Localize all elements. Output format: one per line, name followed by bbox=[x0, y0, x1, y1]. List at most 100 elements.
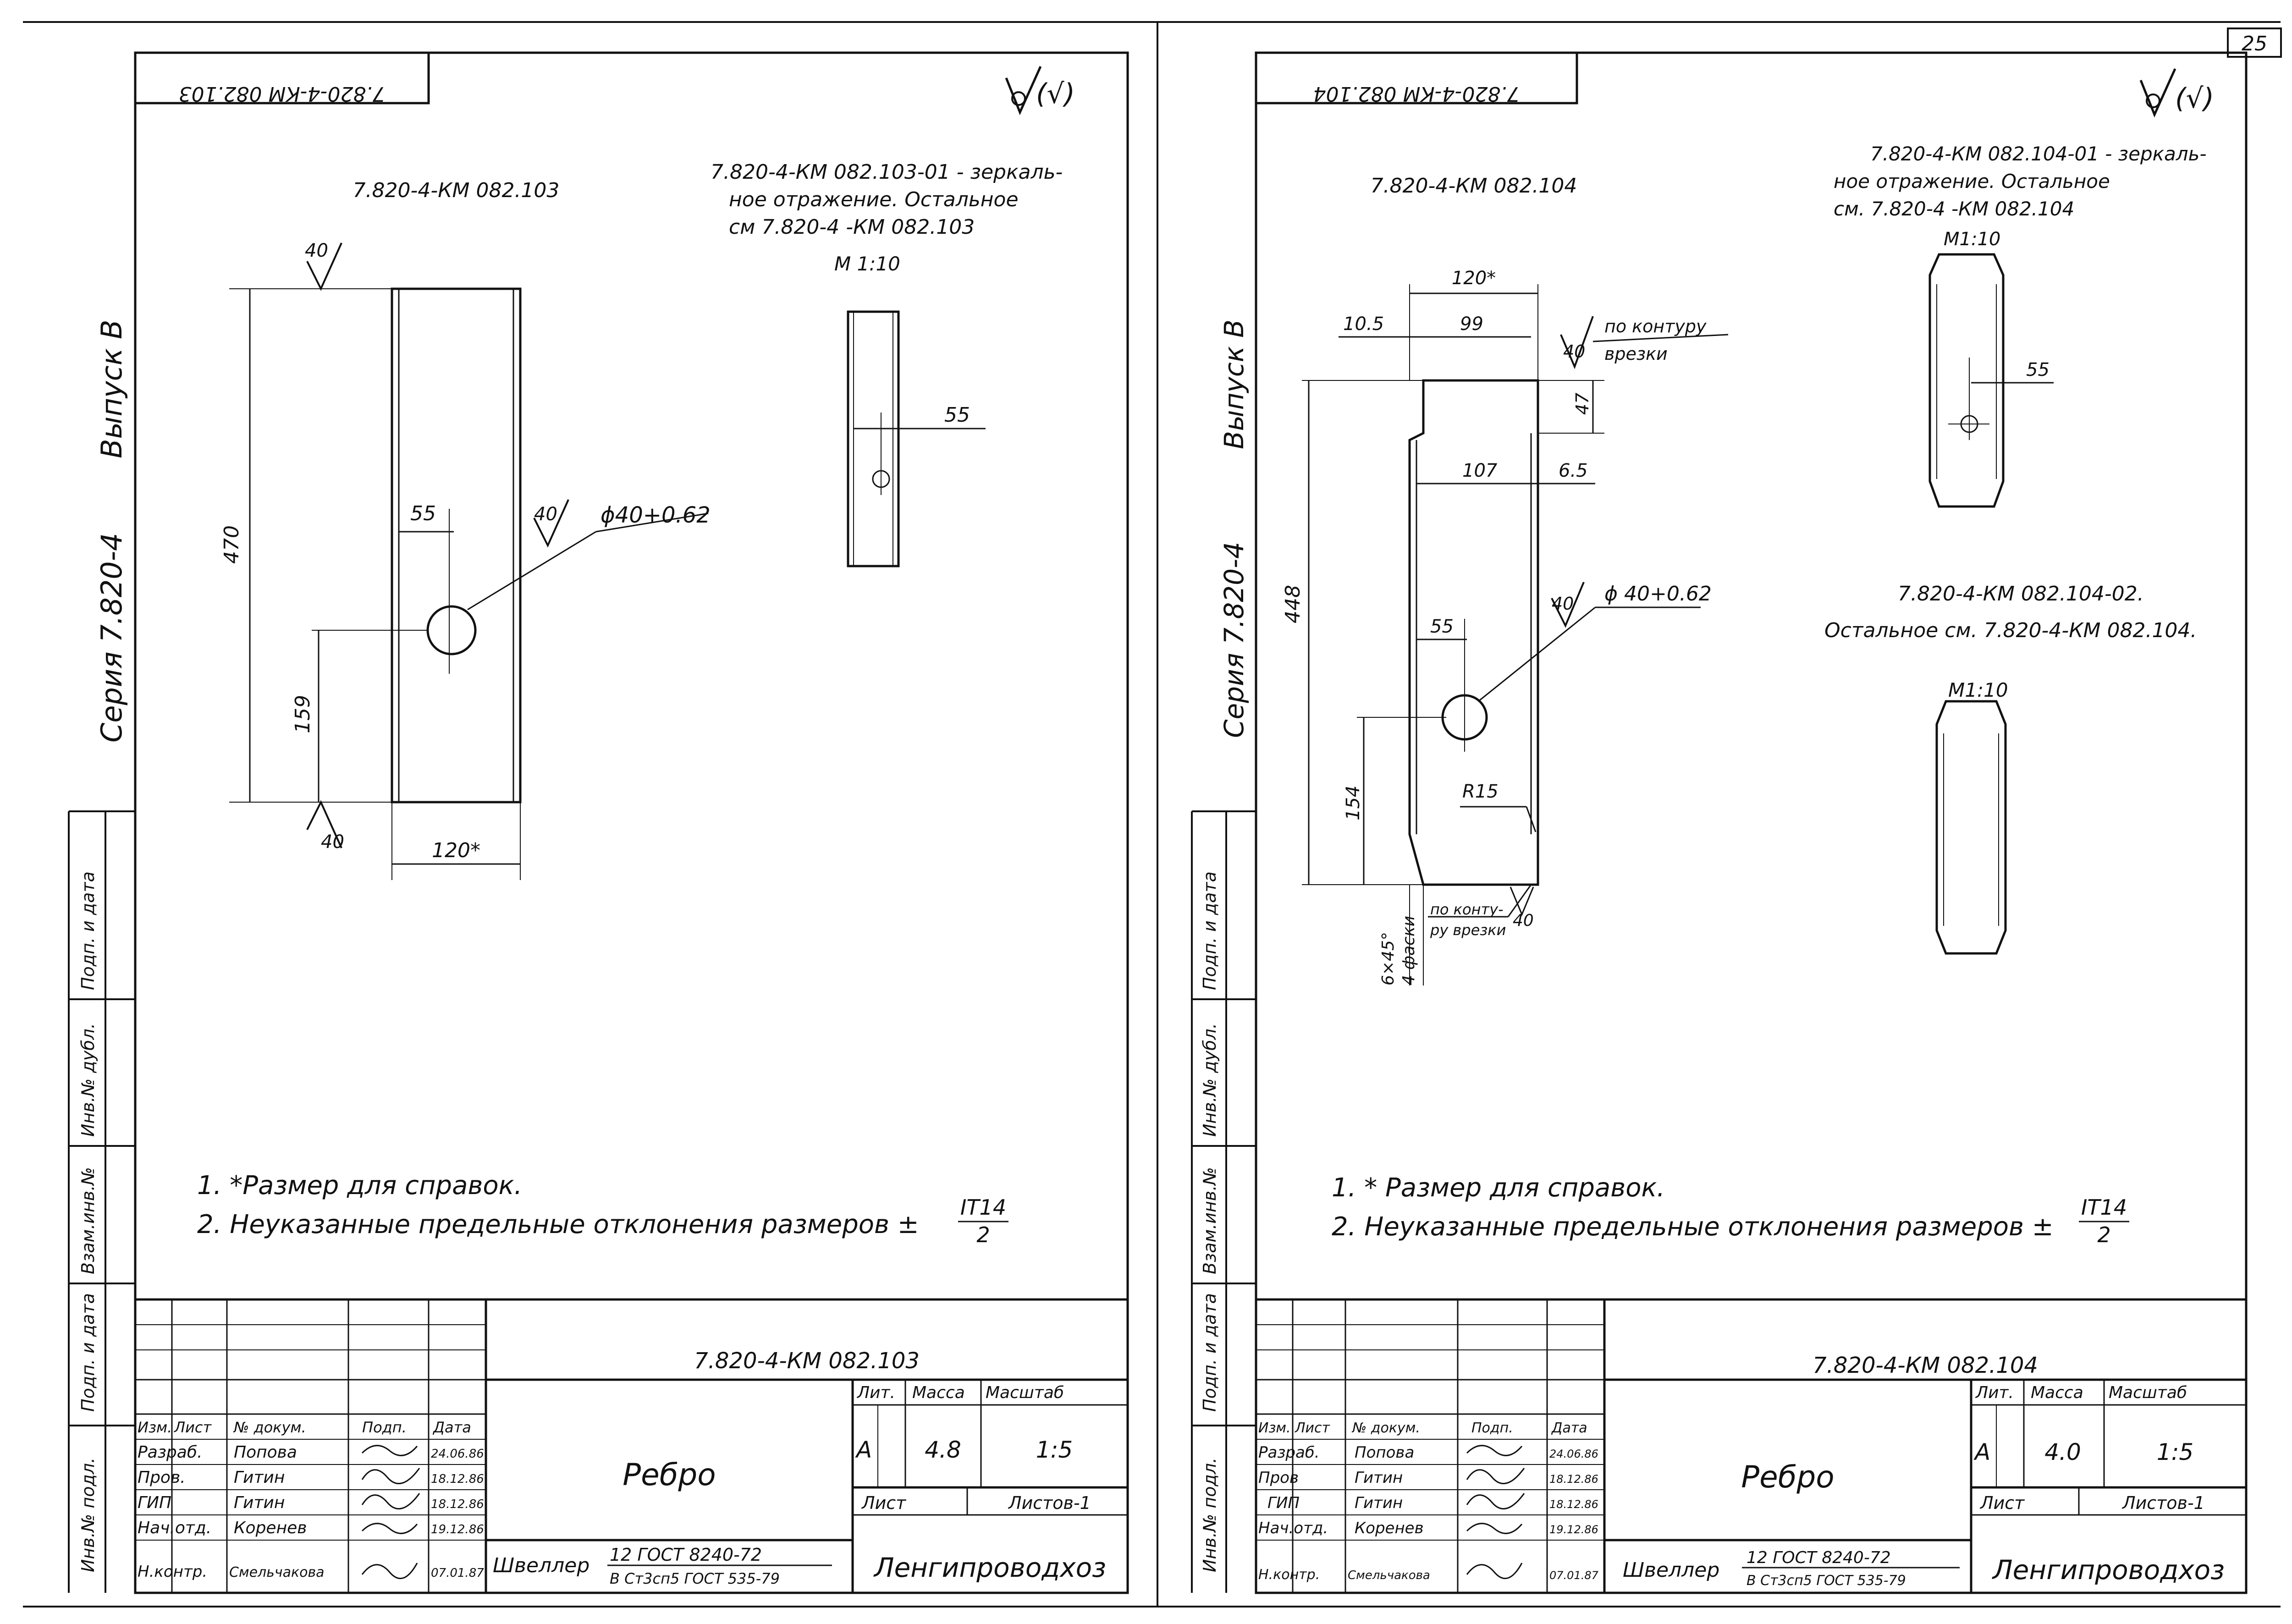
scale-note: М1:10 bbox=[1948, 679, 2008, 701]
tb-role: ГИП bbox=[138, 1493, 171, 1512]
side-label: Подп. и дата bbox=[1200, 1293, 1220, 1412]
tb-mass: 4.8 bbox=[925, 1437, 961, 1463]
tb-name: Попова bbox=[234, 1443, 297, 1462]
svg-text:Лит.: Лит. bbox=[856, 1383, 895, 1402]
side-label: Взам.инв.№ bbox=[78, 1167, 98, 1274]
contour-note: врезки bbox=[1604, 344, 1668, 364]
tol-den: 2 bbox=[2097, 1222, 2110, 1247]
scale-note: М 1:10 bbox=[834, 253, 900, 275]
tb-name: Гитин bbox=[1355, 1469, 1403, 1487]
page-number-box bbox=[2227, 28, 2282, 58]
note-1: 1. *Размер для справок. bbox=[197, 1171, 522, 1200]
dim-top-drop: 47 bbox=[1572, 393, 1592, 415]
side-label: Инв.№ подл. bbox=[1200, 1458, 1220, 1572]
dim-radius: R15 bbox=[1462, 781, 1499, 802]
roughness-symbol: (√) bbox=[2139, 68, 2214, 118]
dim-hole-offset-y: 154 bbox=[1343, 786, 1364, 820]
series-label: Серия 7.820-4 bbox=[1218, 542, 1250, 738]
dim-width: 120* bbox=[1452, 268, 1496, 289]
note-2: 2. Неуказанные предельные отклонения раз… bbox=[197, 1210, 919, 1239]
tb-role: Н.контр. bbox=[138, 1563, 207, 1581]
tb-name: Коренев bbox=[1355, 1519, 1424, 1537]
tb-org: Ленгипроводхоз bbox=[1992, 1554, 2225, 1585]
view-title: 7.820-4-КМ 082.104 bbox=[1371, 174, 1577, 198]
tb-date: 07.01.87 bbox=[1549, 1569, 1599, 1582]
svg-text:Изм.: Изм. bbox=[138, 1419, 172, 1436]
tb-material-bottom: В Ст3сп5 ГОСТ 535-79 bbox=[1747, 1573, 1906, 1589]
mirror-note: ное отражение. Остальное bbox=[729, 188, 1019, 211]
tb-date: 18.12.86 bbox=[431, 1472, 484, 1486]
svg-text:40: 40 bbox=[1552, 594, 1574, 614]
part-main-view: 120* 10.5 99 40 по контуру врезки 47 448 bbox=[1281, 268, 1729, 985]
tol-den: 2 bbox=[976, 1222, 990, 1247]
mirror-note: см 7.820-4 -КМ 082.103 bbox=[729, 215, 975, 239]
tb-date: 07.01.87 bbox=[431, 1566, 484, 1580]
hole bbox=[426, 605, 477, 655]
tol-num: IT14 bbox=[2081, 1195, 2127, 1220]
svg-text:№ докум.: № докум. bbox=[233, 1419, 306, 1436]
note-2: 2. Неуказанные предельные отклонения раз… bbox=[1332, 1212, 2054, 1242]
tb-name: Гитин bbox=[234, 1493, 285, 1512]
tb-material-top: 12 ГОСТ 8240-72 bbox=[1747, 1548, 1891, 1567]
svg-text:40: 40 bbox=[1563, 341, 1585, 362]
title-block: Изм. Лист № докум. Подп. Дата Разраб. По… bbox=[1256, 1298, 2246, 1593]
part-small-view: 55 bbox=[1928, 253, 2054, 508]
svg-text:Подп.: Подп. bbox=[1471, 1420, 1513, 1436]
hole-callout: ϕ 40+0.62 bbox=[1604, 582, 1712, 606]
tb-role: Пров. bbox=[138, 1468, 186, 1487]
svg-text:Лист: Лист bbox=[1979, 1493, 2025, 1513]
series-label: Серия 7.820-4 bbox=[95, 533, 128, 743]
side-label: Инв.№ дубл. bbox=[1200, 1023, 1220, 1137]
tb-material: Швеллер bbox=[1623, 1558, 1719, 1582]
svg-text:Масса: Масса bbox=[2031, 1383, 2083, 1402]
sheet-left: 7.820-4-КМ 082.103 (√) Инв.№ подл. Подп.… bbox=[23, 21, 1158, 1607]
side-label: Подп. и дата bbox=[78, 1293, 98, 1412]
tb-title: Ребро bbox=[1741, 1459, 1834, 1495]
part-small-view-2 bbox=[1935, 700, 2007, 955]
small-dim: 55 bbox=[2026, 359, 2050, 380]
issue-label: Выпуск В bbox=[95, 320, 128, 459]
tb-name: Смельчакова bbox=[1348, 1569, 1430, 1582]
dim-hole-offset-x: 55 bbox=[410, 502, 436, 525]
tb-date: 18.12.86 bbox=[1549, 1473, 1598, 1486]
tb-date: 24.06.86 bbox=[431, 1447, 484, 1461]
svg-text:Масса: Масса bbox=[912, 1383, 965, 1402]
rough-hole: 40 bbox=[534, 504, 557, 525]
tb-material-bottom: В Ст3сп5 ГОСТ 535-79 bbox=[610, 1570, 780, 1587]
dim-hole-offset-y: 159 bbox=[291, 695, 314, 733]
dim-left: 10.5 bbox=[1343, 314, 1384, 335]
side-label: Взам.инв.№ bbox=[1200, 1167, 1220, 1274]
svg-text:Подп.: Подп. bbox=[362, 1419, 407, 1436]
tb-date: 18.12.86 bbox=[1549, 1498, 1598, 1511]
tb-role: ГИП bbox=[1267, 1494, 1300, 1512]
svg-text:Лист: Лист bbox=[174, 1419, 212, 1436]
mirror-note: 7.820-4-КМ 082.104-01 - зеркаль- bbox=[1870, 143, 2207, 165]
side-label: Подп. и дата bbox=[1200, 871, 1220, 990]
tb-name: Гитин bbox=[234, 1468, 285, 1487]
svg-text:Масштаб: Масштаб bbox=[986, 1383, 1064, 1402]
tb-mass: 4.0 bbox=[2044, 1439, 2081, 1465]
dim-hole-offset-x: 55 bbox=[1430, 616, 1454, 637]
view-title: 7.820-4-КМ 082.103 bbox=[353, 179, 560, 202]
tb-name: Попова bbox=[1355, 1443, 1414, 1462]
code-stamp-box bbox=[134, 51, 430, 105]
tol-num: IT14 bbox=[960, 1195, 1006, 1220]
tb-lit: А bbox=[855, 1437, 872, 1463]
svg-text:Лит.: Лит. bbox=[1975, 1383, 2014, 1402]
svg-text:Масштаб: Масштаб bbox=[2109, 1383, 2187, 1402]
roughness-symbol: (√) bbox=[1005, 66, 1075, 116]
svg-text:№ докум.: № докум. bbox=[1351, 1420, 1420, 1436]
note-1: 1. * Размер для справок. bbox=[1332, 1173, 1665, 1203]
code-stamp: 7.820-4-КМ 082.104 bbox=[1313, 82, 1520, 105]
scale-note: М1:10 bbox=[1944, 229, 2000, 250]
side-label: Инв.№ подл. bbox=[78, 1458, 98, 1572]
part-main-view: 470 159 55 120* 40 40 ϕ40+0.62 40 bbox=[220, 240, 711, 880]
dim-width: 120* bbox=[432, 839, 480, 862]
svg-text:(√): (√) bbox=[1036, 78, 1075, 110]
tb-org: Ленгипроводхоз bbox=[873, 1552, 1106, 1583]
dim-mid: 107 bbox=[1462, 460, 1498, 481]
tb-lit: А bbox=[1973, 1439, 1990, 1465]
tb-material-top: 12 ГОСТ 8240-72 bbox=[610, 1545, 762, 1565]
tb-date: 18.12.86 bbox=[431, 1497, 484, 1511]
